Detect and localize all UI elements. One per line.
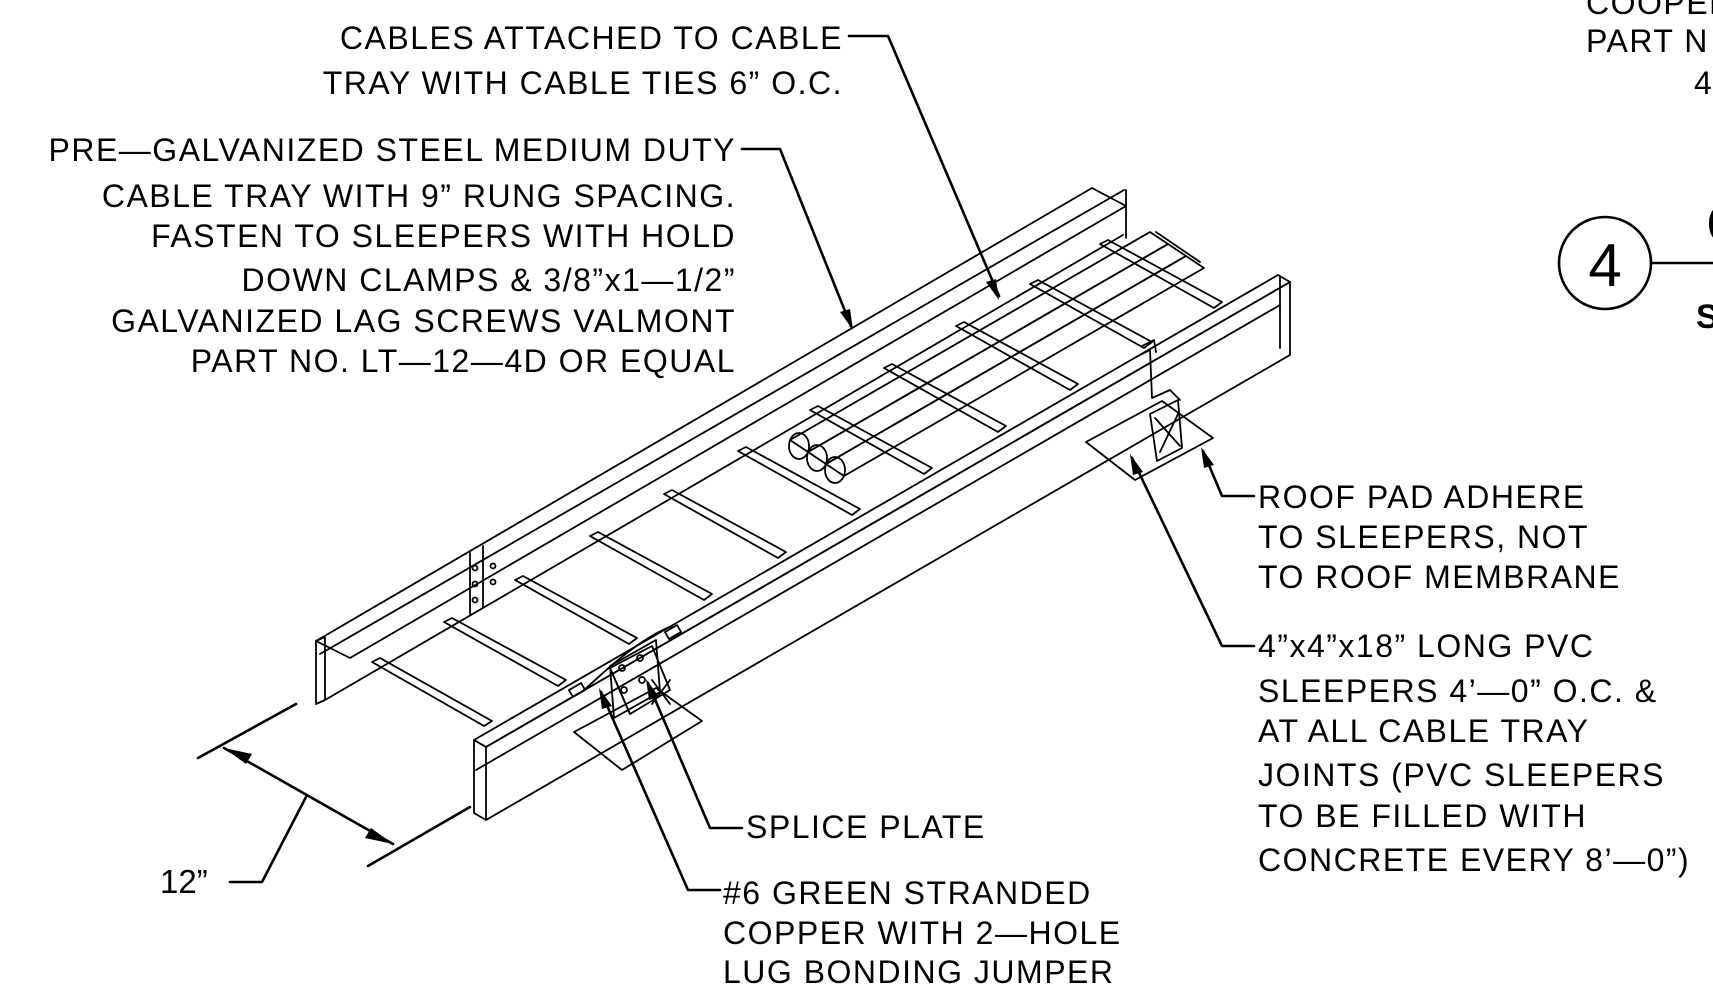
note-cable-ties-line-1: CABLES ATTACHED TO CABLE [340, 20, 843, 56]
roof-pad-near [573, 687, 703, 771]
leader-lines [599, 34, 1256, 892]
roof-pad-far [1085, 400, 1214, 481]
rung-1 [371, 657, 493, 727]
detail-callout-sheet-fragment: S [1696, 298, 1713, 336]
splice-plate [568, 624, 682, 719]
dimension-leader [228, 795, 308, 884]
note-bonding-jumper-line-2: COPPER WITH 2—HOLE [723, 915, 1122, 951]
note-cropped-line-3: 4 [1694, 65, 1713, 101]
detail-callout-title-fragment: C [1706, 192, 1713, 257]
tray-rungs [371, 239, 1223, 727]
bonding-lug-right [664, 624, 682, 640]
note-splice-plate-line-1: SPLICE PLATE [746, 809, 986, 845]
extension-line-right [366, 805, 472, 868]
dimension-arrow-left [224, 748, 252, 764]
note-roof-pad-line-1: ROOF PAD ADHERE [1258, 479, 1586, 515]
note-cable-tray-line-5: GALVANIZED LAG SCREWS VALMONT [111, 303, 736, 339]
cable-1 [789, 231, 1169, 453]
leader-sleepers [1130, 456, 1256, 648]
note-cable-ties-line-2: TRAY WITH CABLE TIES 6” O.C. [323, 65, 843, 101]
note-cable-ties: CABLES ATTACHED TO CABLE TRAY WITH CABLE… [323, 20, 843, 101]
note-sleepers: 4”x4”x18” LONG PVC SLEEPERS 4’—0” O.C. &… [1258, 628, 1690, 878]
extension-line-left [196, 702, 298, 760]
note-bonding-jumper-line-3: LUG BONDING JUMPER [723, 954, 1114, 987]
arrowhead-cable-ties [986, 279, 999, 300]
arrowhead-bonding-jumper [599, 688, 612, 709]
arrowhead-roof-pad [1201, 447, 1214, 468]
rung-8 [883, 363, 1007, 433]
pvc-sleeper-near [573, 645, 703, 771]
rung-3 [514, 575, 638, 645]
note-cable-tray-line-2: CABLE TRAY WITH 9” RUNG SPACING. [102, 178, 736, 214]
cable-tray-illustration [315, 187, 1291, 821]
note-cropped-top-right: COOPER PART N 4 [1586, 0, 1713, 101]
leader-splice-plate [646, 681, 744, 830]
note-sleepers-line-5: TO BE FILLED WITH [1258, 798, 1587, 834]
tray-side-rail-back [315, 187, 1127, 705]
bonding-lug-left [568, 682, 586, 698]
note-cable-tray-line-4: DOWN CLAMPS & 3/8”x1—1/2” [242, 262, 737, 298]
rung-6 [737, 446, 861, 516]
note-sleepers-line-4: JOINTS (PVC SLEEPERS [1258, 757, 1665, 793]
note-splice-plate: SPLICE PLATE [746, 809, 986, 845]
note-roof-pad: ROOF PAD ADHERE TO SLEEPERS, NOT TO ROOF… [1258, 479, 1621, 595]
sleeper-block-far [1149, 399, 1183, 462]
arrowhead-cable-tray [840, 309, 853, 330]
leader-cable-tray [740, 147, 853, 328]
note-roof-pad-line-3: TO ROOF MEMBRANE [1258, 559, 1621, 595]
note-cable-tray: PRE—GALVANIZED STEEL MEDIUM DUTY CABLE T… [49, 132, 737, 379]
leader-cable-ties [847, 34, 1001, 298]
cables [788, 231, 1205, 484]
note-cable-tray-line-6: PART NO. LT—12—4D OR EQUAL [191, 343, 736, 379]
note-cable-tray-line-1: PRE—GALVANIZED STEEL MEDIUM DUTY [49, 132, 737, 168]
note-sleepers-line-6: CONCRETE EVERY 8’—0”) [1258, 842, 1690, 878]
dimension-arrow-right [365, 828, 393, 844]
note-sleepers-line-2: SLEEPERS 4’—0” O.C. & [1258, 673, 1658, 709]
note-bonding-jumper: #6 GREEN STRANDED COPPER WITH 2—HOLE LUG… [723, 875, 1122, 987]
dimension-line [222, 746, 395, 846]
rung-9 [955, 321, 1079, 391]
bonding-jumper-wire [583, 625, 673, 691]
detail-callout-number: 4 [1588, 232, 1621, 299]
dimension-12in: 12” [160, 702, 472, 900]
dimension-label: 12” [160, 863, 208, 900]
note-cable-tray-line-3: FASTEN TO SLEEPERS WITH HOLD [151, 218, 736, 254]
note-cropped-line-1: COOPER [1586, 0, 1713, 21]
splice-plate-body [609, 639, 661, 719]
rung-2 [443, 617, 567, 687]
rung-10 [1029, 279, 1153, 349]
note-cropped-line-2: PART N [1586, 23, 1709, 59]
arrowhead-sleepers [1130, 454, 1143, 475]
note-bonding-jumper-line-1: #6 GREEN STRANDED [723, 875, 1092, 911]
note-sleepers-line-1: 4”x4”x18” LONG PVC [1258, 628, 1594, 664]
note-sleepers-line-3: AT ALL CABLE TRAY [1258, 713, 1589, 749]
leader-bonding-jumper [599, 690, 722, 892]
rung-5 [663, 489, 787, 559]
cable-3 [825, 255, 1205, 477]
rung-4 [589, 531, 713, 601]
leader-roof-pad [1201, 449, 1256, 498]
note-roof-pad-line-2: TO SLEEPERS, NOT [1258, 519, 1589, 555]
detail-callout: 4 C S [1557, 192, 1713, 336]
rung-11 [1099, 239, 1223, 309]
